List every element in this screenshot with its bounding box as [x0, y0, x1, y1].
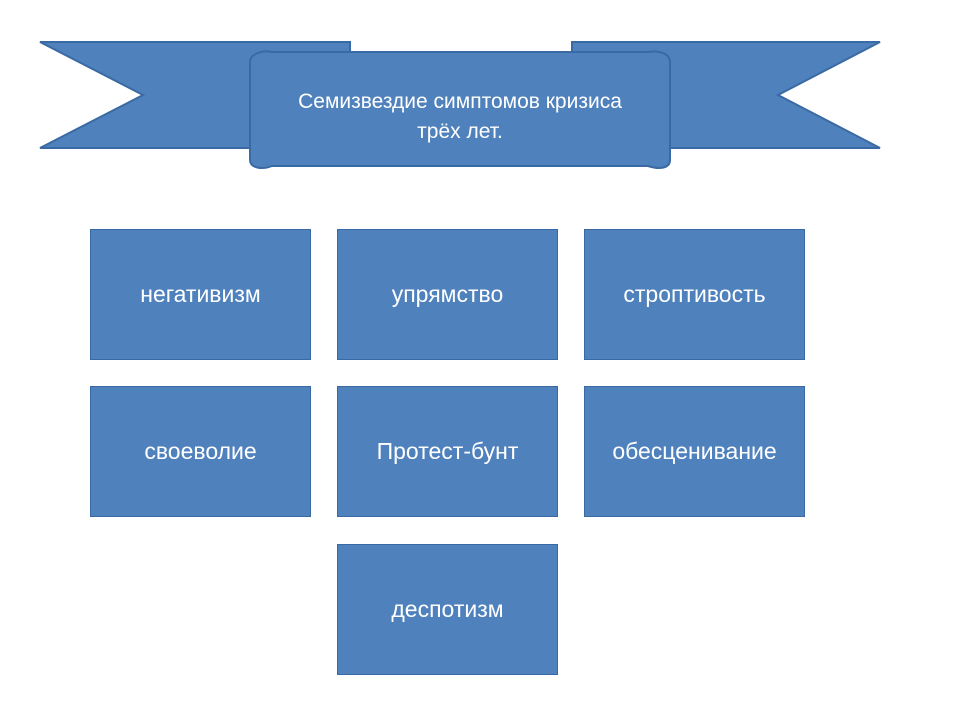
- banner-title-line1: Семизвездие симптомов кризиса: [298, 90, 622, 113]
- symptom-box-protest-rebellion: Протест-бунт: [337, 386, 558, 517]
- symptom-box-stubbornness: упрямство: [337, 229, 558, 360]
- banner-title: Семизвездие симптомов кризиса трёх лет.: [255, 82, 665, 152]
- symptom-box-negativism: негативизм: [90, 229, 311, 360]
- banner-title-line2: трёх лет.: [417, 120, 503, 143]
- symptom-box-obstinacy: строптивость: [584, 229, 805, 360]
- banner-center: [249, 50, 671, 169]
- symptom-box-devaluation: обесценивание: [584, 386, 805, 517]
- title-banner: [39, 41, 881, 169]
- symptom-box-despotism: деспотизм: [337, 544, 558, 675]
- symptom-box-self-will: своеволие: [90, 386, 311, 517]
